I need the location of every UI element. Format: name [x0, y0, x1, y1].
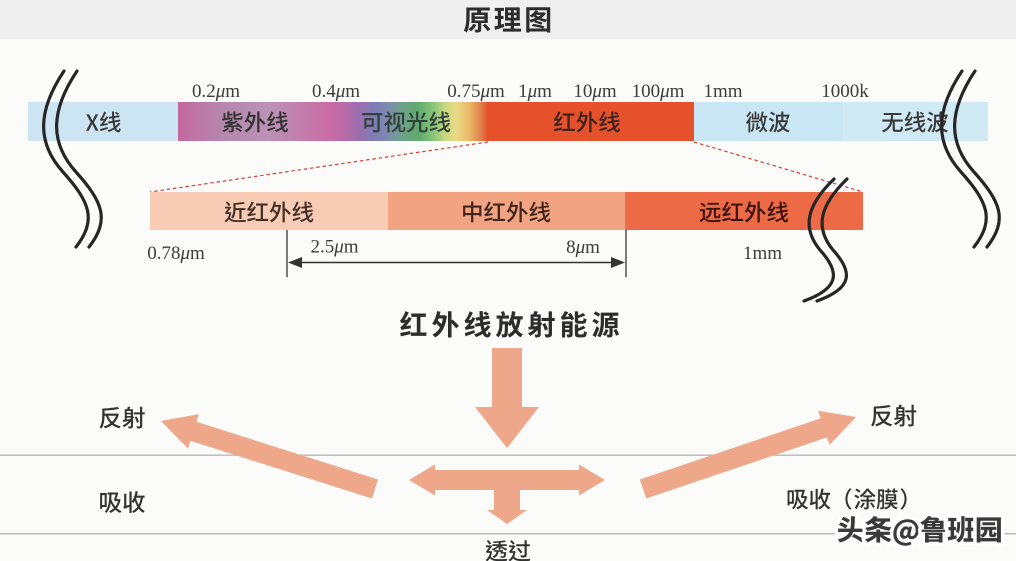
svg-text:0.4μm: 0.4μm: [312, 81, 360, 102]
svg-text:8μm: 8μm: [566, 237, 600, 258]
svg-text:10μm: 10μm: [573, 81, 617, 102]
svg-text:0.2μm: 0.2μm: [192, 81, 240, 102]
svg-text:1mm: 1mm: [743, 243, 782, 264]
svg-text:0.78μm: 0.78μm: [147, 243, 205, 264]
svg-text:2.5μm: 2.5μm: [310, 237, 358, 258]
svg-text:100μm: 100μm: [632, 81, 685, 102]
svg-text:1000k: 1000k: [821, 81, 869, 102]
svg-text:1mm: 1mm: [703, 81, 742, 102]
svg-text:0.75μm: 0.75μm: [447, 81, 505, 102]
svg-text:1μm: 1μm: [518, 81, 552, 102]
